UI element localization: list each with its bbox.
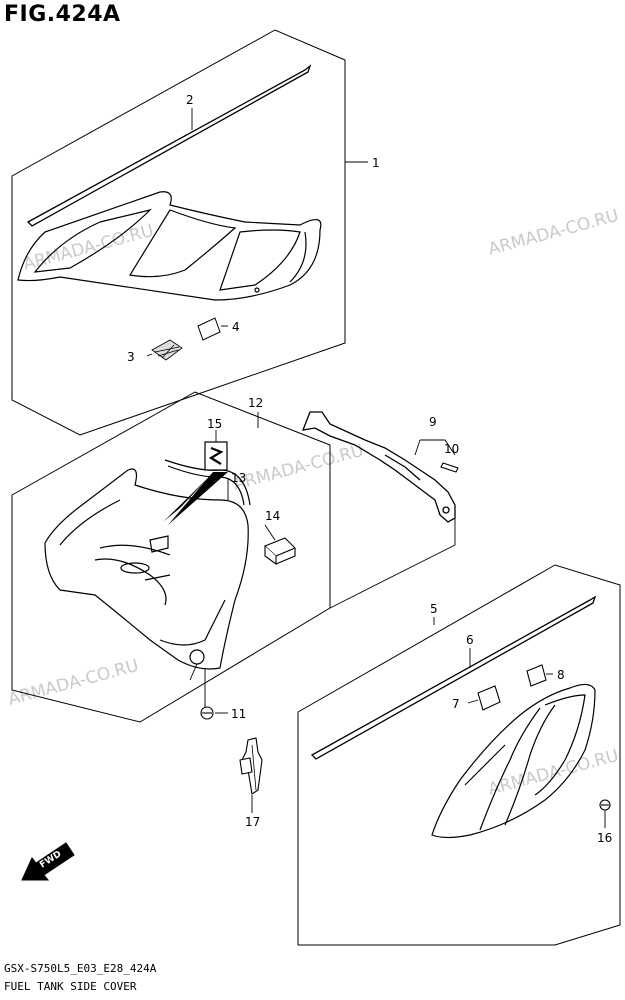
callout-6: 6 bbox=[466, 633, 474, 647]
figure-title: FIG.424A bbox=[4, 2, 121, 27]
diagram-code: GSX-S750L5_E03_E28_424A bbox=[4, 962, 157, 975]
block-part-14 bbox=[263, 537, 296, 566]
callout-16: 16 bbox=[597, 831, 612, 845]
callout-2: 2 bbox=[186, 93, 194, 107]
bracket-part-9 bbox=[301, 411, 456, 523]
callout-5: 5 bbox=[430, 602, 438, 616]
callout-15: 15 bbox=[207, 417, 222, 431]
pad-part-7 bbox=[477, 685, 501, 711]
leader-lines bbox=[146, 108, 606, 828]
fwd-arrow-icon: FWD bbox=[21, 842, 75, 881]
callout-10: 10 bbox=[444, 442, 459, 456]
trim-strip-part-6 bbox=[310, 595, 597, 760]
lower-cover-part-5 bbox=[431, 683, 596, 839]
callout-7: 7 bbox=[452, 697, 460, 711]
emblem-part-15 bbox=[163, 441, 228, 525]
callout-11: 11 bbox=[231, 707, 246, 721]
assembly-box-1 bbox=[11, 29, 346, 436]
mesh-pad-part-3 bbox=[151, 339, 183, 361]
callout-12: 12 bbox=[248, 396, 263, 410]
watermark-1: ARMADA-CO.RU bbox=[486, 206, 621, 260]
callout-13: 13 bbox=[231, 471, 246, 485]
watermark-5: ARMADA-CO.RU bbox=[486, 746, 621, 800]
watermark-4: ARMADA-CO.RU bbox=[6, 656, 141, 710]
upper-cover-part-1 bbox=[17, 191, 322, 301]
screw-part-16 bbox=[599, 799, 611, 811]
callout-1: 1 bbox=[372, 156, 380, 170]
pad-part-4 bbox=[197, 317, 221, 341]
callout-9: 9 bbox=[429, 415, 437, 429]
screw-part-11 bbox=[200, 706, 214, 720]
center-cover-part-12 bbox=[44, 468, 249, 670]
watermark-3: ARMADA-CO.RU bbox=[231, 441, 366, 495]
clip-part-17 bbox=[239, 737, 263, 795]
callout-14: 14 bbox=[265, 509, 280, 523]
diagram-name: FUEL TANK SIDE COVER bbox=[4, 980, 137, 993]
pad-part-8 bbox=[526, 664, 547, 687]
callout-17: 17 bbox=[245, 815, 260, 829]
assembly-box-5 bbox=[297, 564, 621, 946]
trim-strip-part-2 bbox=[26, 64, 312, 227]
pin-part-10 bbox=[440, 462, 459, 473]
callout-8: 8 bbox=[557, 668, 565, 682]
callout-4: 4 bbox=[232, 320, 240, 334]
assembly-box-12 bbox=[11, 391, 331, 723]
callout-3: 3 bbox=[127, 350, 135, 364]
